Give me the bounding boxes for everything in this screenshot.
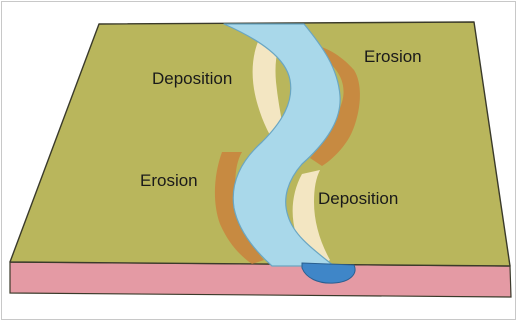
label-erosion-top: Erosion xyxy=(364,47,422,66)
ground-cross-section xyxy=(10,262,511,297)
label-deposition-bottom: Deposition xyxy=(318,189,398,208)
label-deposition-top: Deposition xyxy=(152,69,232,88)
label-erosion-bottom: Erosion xyxy=(140,171,198,190)
